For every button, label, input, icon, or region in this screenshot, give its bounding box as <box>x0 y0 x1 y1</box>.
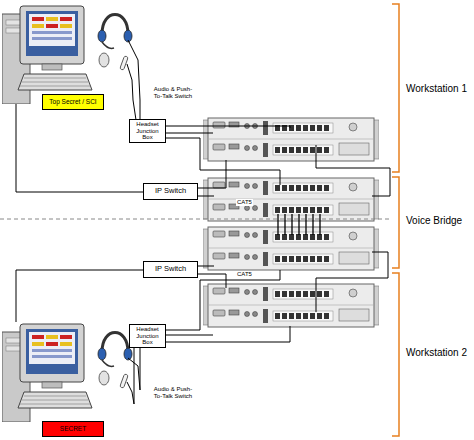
cable <box>316 252 388 312</box>
bridge-cable <box>284 214 285 235</box>
bridge-cable <box>298 214 299 235</box>
bracket <box>392 177 399 268</box>
junction-box: Headset Junction Box <box>129 324 166 348</box>
bracket <box>392 4 399 172</box>
cable <box>198 274 226 288</box>
cable-label: Audio & Push-To-Talk Switch <box>150 86 196 100</box>
cable-label: CAT5 <box>236 199 253 206</box>
bracket <box>392 4 399 436</box>
bridge-cable <box>312 214 313 235</box>
box-text: SECRET <box>60 425 86 432</box>
cable <box>165 138 280 185</box>
box-text: Headset Junction Box <box>132 121 163 141</box>
box-text: Headset Junction Box <box>132 326 163 346</box>
rack-unit <box>203 227 379 270</box>
cable <box>198 266 214 267</box>
rack-unit <box>203 178 379 221</box>
rack-unit <box>203 284 379 327</box>
cable <box>16 104 143 192</box>
bridge-cable <box>277 214 278 235</box>
box-text: IP Switch <box>155 187 186 195</box>
workstation-computer <box>2 6 132 104</box>
workstation-computer <box>2 324 132 422</box>
divider-dashed-line <box>0 219 392 220</box>
cable <box>16 270 143 322</box>
cable <box>198 160 226 188</box>
section-label: Voice Bridge <box>406 215 462 227</box>
section-label: Workstation 2 <box>406 347 467 359</box>
box-text: Top Secret / SCI <box>49 98 96 105</box>
cable <box>127 348 134 404</box>
box-text: IP Switch <box>155 265 186 273</box>
cable <box>165 335 213 336</box>
cable <box>165 126 290 128</box>
cable <box>165 133 213 134</box>
cable-label: Audio & Push-To-Talk Switch <box>150 386 196 400</box>
ip-switch-box: IP Switch <box>143 183 198 200</box>
cable <box>128 40 140 120</box>
junction-box: Headset Junction Box <box>129 119 166 143</box>
bridge-cable <box>291 214 292 235</box>
bracket <box>392 273 399 436</box>
rack-unit <box>203 118 379 327</box>
section-label: Workstation 1 <box>406 83 467 95</box>
cable <box>316 145 390 196</box>
cable <box>16 40 390 404</box>
cable <box>127 64 136 120</box>
classification-label: Top Secret / SCI <box>42 94 104 110</box>
workstation-computer <box>2 6 132 422</box>
cable <box>198 196 214 197</box>
bridge-cable <box>278 214 320 235</box>
bridge-cable <box>305 214 306 235</box>
classification-label: SECRET <box>42 421 104 437</box>
cable <box>165 326 290 342</box>
cable <box>165 270 280 330</box>
ip-switch-box: IP Switch <box>143 261 198 278</box>
bridge-cable <box>319 214 320 235</box>
cable-label: CAT5 <box>236 271 253 278</box>
rack-unit <box>203 118 379 161</box>
